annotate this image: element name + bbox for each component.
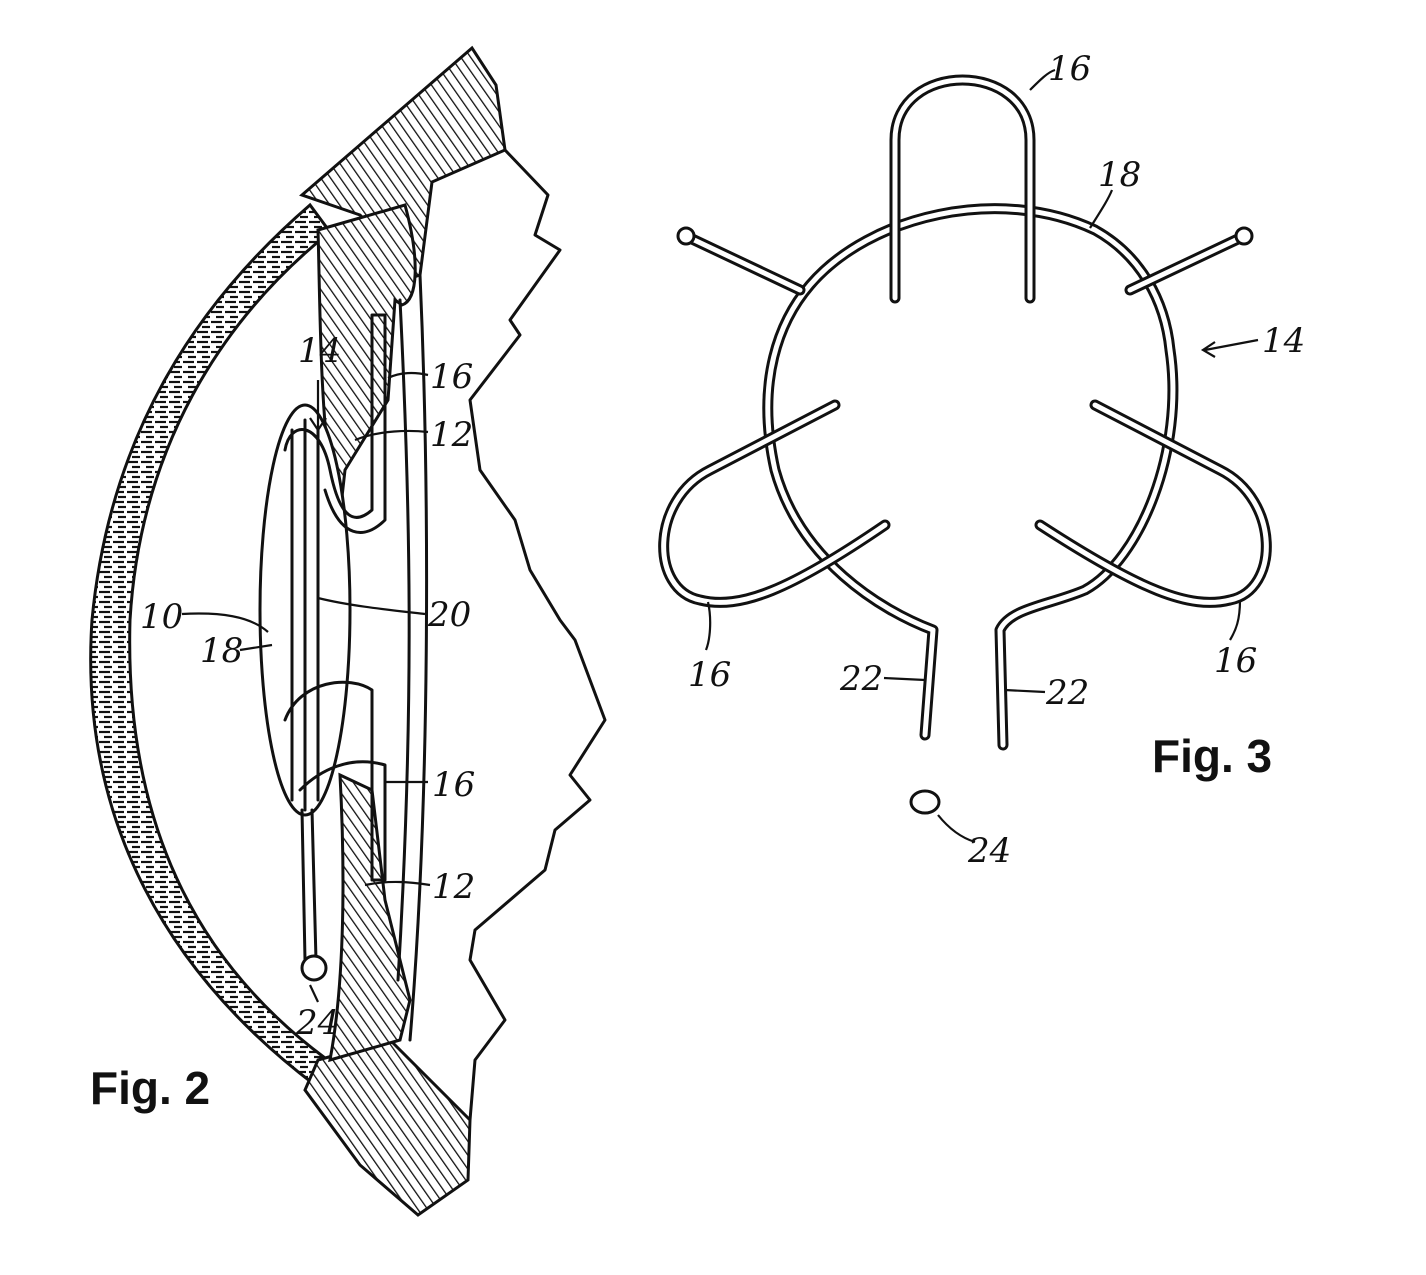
leader-12-bottom <box>364 880 431 887</box>
stem <box>300 808 318 962</box>
haptic-right <box>1034 399 1272 608</box>
figure-3-title: Fig. 3 <box>1152 730 1272 782</box>
leader-fig3-14 <box>1200 338 1259 358</box>
label-20: 20 <box>427 595 471 635</box>
leader-fig3-22-left <box>883 676 926 682</box>
label-fig3-18: 18 <box>1098 155 1141 195</box>
leader-fig3-22-right <box>1004 688 1046 694</box>
label-12-top: 12 <box>430 415 473 455</box>
leader-16-top <box>387 371 429 379</box>
label-fig3-16-right: 16 <box>1214 641 1257 681</box>
label-16-top: 16 <box>430 357 473 397</box>
haptic-loop-top <box>283 313 387 534</box>
label-fig3-16-left: 16 <box>688 655 731 695</box>
leader-fig3-16-left <box>704 601 712 651</box>
leader-14-arrow <box>309 380 327 432</box>
leader-18 <box>239 643 273 652</box>
leader-fig3-16-top <box>1029 68 1056 91</box>
label-fig3-22-left: 22 <box>839 659 883 699</box>
leader-12-top <box>354 429 429 442</box>
leader-fig3-18 <box>1089 189 1114 229</box>
haptic-loop-bottom <box>283 680 387 882</box>
leader-fig3-24 <box>937 814 976 844</box>
figure-3: 16 18 14 16 16 22 22 24 Fig. 3 <box>658 49 1305 871</box>
label-fig3-14: 14 <box>1262 321 1305 361</box>
capsule-outline <box>396 273 429 1042</box>
iris-bottom <box>328 772 412 1063</box>
leader-24 <box>309 984 319 1003</box>
label-12-bottom: 12 <box>432 867 475 907</box>
label-16-bottom: 16 <box>432 765 475 805</box>
ring-and-legs <box>762 203 1179 751</box>
bead <box>300 954 328 982</box>
lens-shading <box>290 418 320 812</box>
spur-left <box>676 226 806 296</box>
sclera-bottom <box>303 1038 472 1217</box>
leader-fig3-16-right <box>1229 599 1242 641</box>
figure-2-title: Fig. 2 <box>90 1062 210 1114</box>
leader-10 <box>181 612 269 633</box>
haptic-top <box>889 74 1036 304</box>
label-14: 14 <box>298 331 341 371</box>
haptic-left <box>658 399 891 608</box>
figure-2: 16 12 14 10 18 20 16 12 24 Fig. 2 <box>89 45 607 1217</box>
label-fig3-22-right: 22 <box>1045 673 1089 713</box>
label-24: 24 <box>295 1003 339 1043</box>
leader-20 <box>317 596 426 616</box>
spur-right <box>1124 226 1254 296</box>
label-fig3-16-top: 16 <box>1048 49 1091 89</box>
bead-loose <box>909 789 941 815</box>
label-10: 10 <box>140 597 183 637</box>
label-fig3-24: 24 <box>967 831 1011 871</box>
label-18: 18 <box>200 631 243 671</box>
torn-edge <box>468 148 607 1122</box>
